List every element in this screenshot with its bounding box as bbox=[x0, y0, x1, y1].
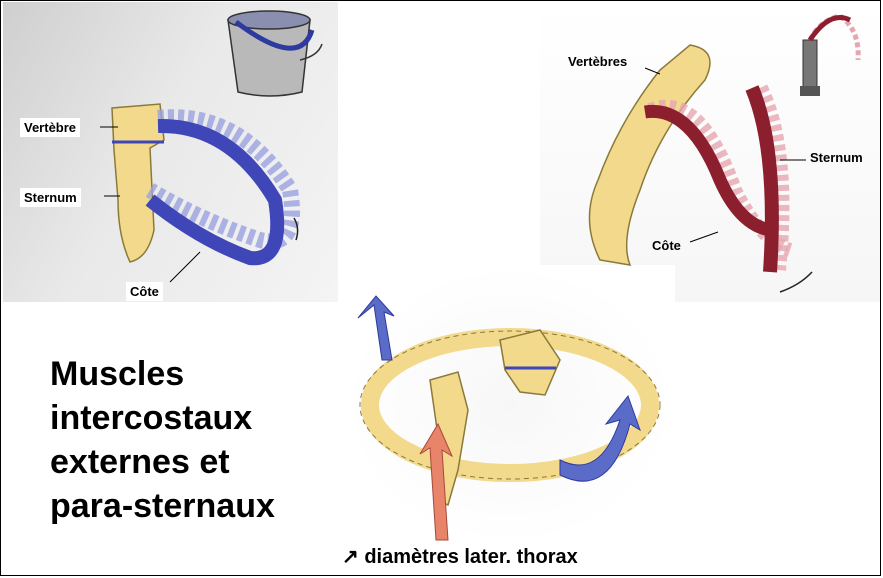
title-line: externes et bbox=[50, 440, 275, 484]
blue-rib-shape bbox=[150, 117, 298, 258]
label-sternum-left: Sternum bbox=[20, 188, 81, 207]
label-cote-right: Côte bbox=[652, 238, 681, 253]
label-vertebres: Vertèbres bbox=[568, 54, 627, 69]
title-line: intercostaux bbox=[50, 396, 275, 440]
caption-text: diamètres later. thorax bbox=[364, 546, 577, 568]
title-line: para-sternaux bbox=[50, 484, 275, 528]
slide-title: Muscles intercostaux externes et para-st… bbox=[50, 352, 275, 528]
title-line: Muscles bbox=[50, 352, 275, 396]
sternum-vertebra-shape bbox=[112, 104, 164, 262]
blue-up-arrow-left bbox=[358, 296, 394, 360]
label-sternum-right: Sternum bbox=[810, 150, 863, 165]
vertebral-column-shape bbox=[589, 45, 710, 265]
caption: ↗ diamètres later. thorax bbox=[342, 544, 578, 569]
bucket-icon bbox=[228, 11, 322, 96]
north-east-arrow-icon: ↗ bbox=[342, 546, 359, 568]
label-cote-left: Côte bbox=[126, 282, 163, 301]
red-rib-shape bbox=[645, 88, 812, 292]
label-vertebre: Vertèbre bbox=[20, 118, 80, 137]
pump-icon bbox=[800, 16, 858, 96]
